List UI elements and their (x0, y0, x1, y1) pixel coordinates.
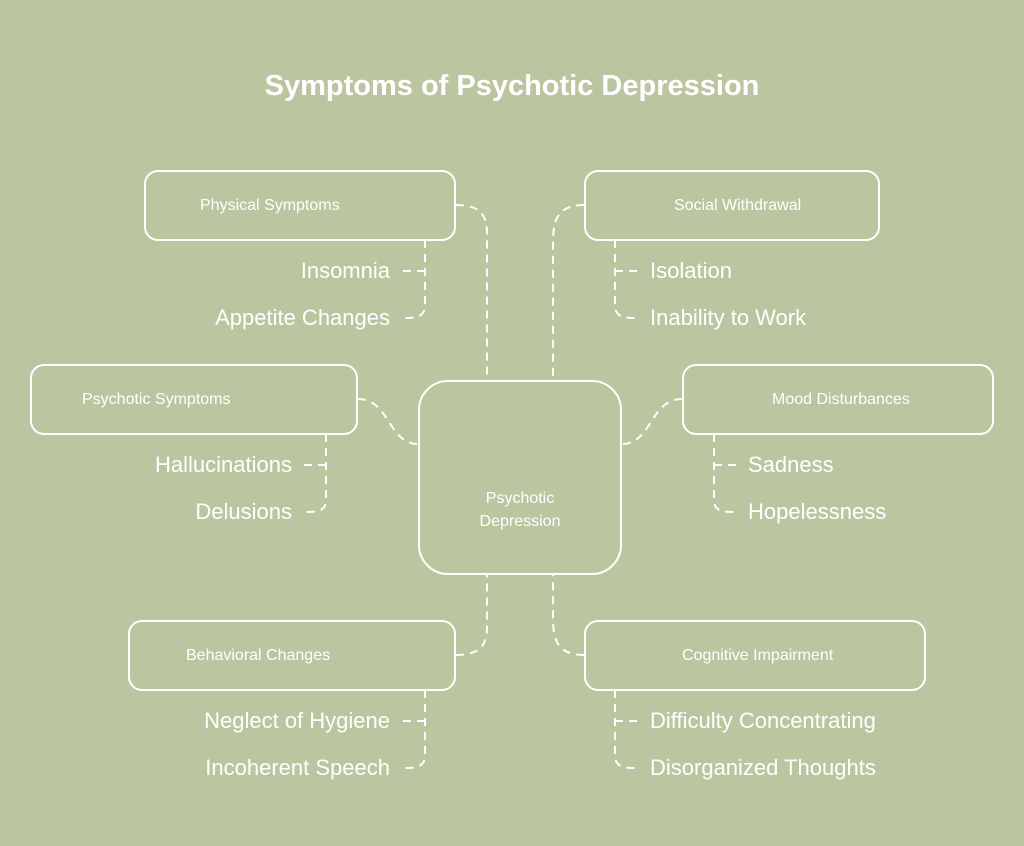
branch-social-withdrawal[interactable]: Social Withdrawal (584, 170, 880, 241)
leaf-link-cognitive (614, 690, 641, 769)
leaf-link-mood (713, 434, 739, 513)
leaf-link-physical (399, 240, 426, 319)
leaf-item: Insomnia (300, 258, 390, 283)
central-node[interactable]: Psychotic Depression (418, 380, 622, 575)
link-behavioral (455, 575, 489, 656)
leaf-item: Isolation (650, 258, 732, 283)
branch-psychotic-symptoms[interactable]: Psychotic Symptoms (30, 364, 358, 435)
branch-mood-disturbances[interactable]: Mood Disturbances (682, 364, 994, 435)
link-physical (455, 204, 489, 380)
branch-behavioral-changes[interactable]: Behavioral Changes (128, 620, 456, 691)
leaf-item: Disorganized Thoughts (650, 755, 876, 780)
branch-label: Behavioral Changes (186, 646, 331, 664)
branch-label: Mood Disturbances (772, 390, 910, 408)
branch-label: Psychotic Symptoms (82, 390, 231, 408)
link-social (552, 204, 585, 380)
link-cognitive (552, 575, 585, 656)
central-label-line1: Psychotic (485, 490, 555, 507)
diagram-title: Symptoms of Psychotic Depression (264, 70, 760, 102)
leaf-item: Difficulty Concentrating (650, 708, 876, 733)
link-mood (621, 398, 683, 445)
branch-label: Cognitive Impairment (682, 646, 834, 664)
leaf-link-behavioral (399, 690, 426, 769)
leaf-item: Incoherent Speech (205, 755, 390, 780)
leaf-item: Hopelessness (748, 499, 887, 524)
branch-label: Social Withdrawal (674, 196, 802, 214)
leaf-link-psychotic (301, 434, 327, 513)
leaf-item: Inability to Work (650, 305, 807, 330)
branch-physical-symptoms[interactable]: Physical Symptoms (144, 170, 456, 241)
leaf-item: Delusions (195, 499, 292, 524)
central-label-line2: Depression (479, 513, 561, 530)
branch-cognitive-impairment[interactable]: Cognitive Impairment (584, 620, 926, 691)
leaf-item: Hallucinations (155, 452, 292, 477)
leaf-item: Appetite Changes (215, 305, 390, 330)
leaf-item: Sadness (748, 452, 834, 477)
link-psychotic (357, 398, 419, 445)
leaf-link-social (614, 240, 641, 319)
leaf-item: Neglect of Hygiene (204, 708, 390, 733)
branch-label: Physical Symptoms (200, 196, 340, 214)
